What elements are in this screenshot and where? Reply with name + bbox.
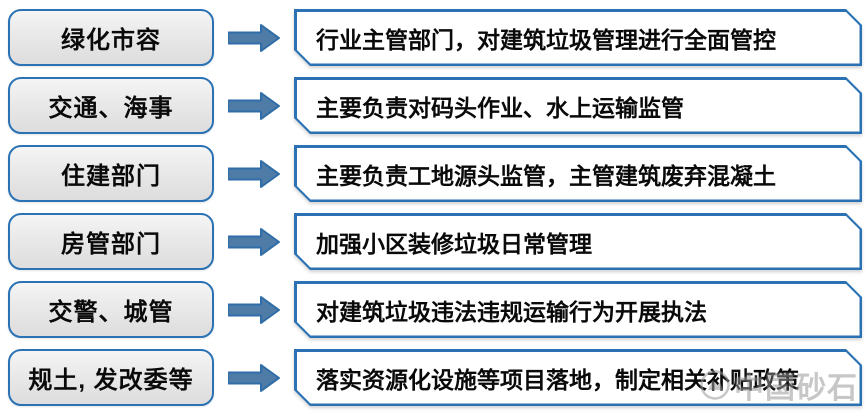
responsibility-label: 主要负责工地源头监管，主管建筑废弃混凝土 — [316, 162, 776, 189]
right-arrow-icon — [214, 349, 294, 406]
flow-row: 交警、城管 对建筑垃圾违法违规运输行为开展执法 — [8, 281, 862, 338]
responsibility-box: 主要负责对码头作业、水上运输监管 — [294, 77, 862, 134]
department-box: 交警、城管 — [8, 281, 214, 338]
responsibility-box: 对建筑垃圾违法违规运输行为开展执法 — [294, 281, 862, 338]
flow-row: 规土, 发改委等 落实资源化设施等项目落地，制定相关补贴政策 — [8, 349, 862, 406]
department-label: 交通、海事 — [48, 95, 174, 122]
responsibility-box: 加强小区装修垃圾日常管理 — [294, 213, 862, 270]
flow-row: 交通、海事 主要负责对码头作业、水上运输监管 — [8, 77, 862, 134]
department-box: 住建部门 — [8, 145, 214, 202]
responsibility-box: 落实资源化设施等项目落地，制定相关补贴政策 — [294, 349, 862, 406]
responsibility-box-background — [294, 349, 862, 406]
department-box: 交通、海事 — [8, 77, 214, 134]
flow-row: 房管部门 加强小区装修垃圾日常管理 — [8, 213, 862, 270]
department-label: 绿化市容 — [61, 27, 161, 54]
flow-row: 绿化市容 行业主管部门，对建筑垃圾管理进行全面管控 — [8, 9, 862, 66]
responsibility-box-background — [294, 281, 862, 338]
responsibility-box-background — [294, 77, 862, 134]
responsibility-label: 对建筑垃圾违法违规运输行为开展执法 — [316, 298, 707, 325]
right-arrow-icon — [214, 77, 294, 134]
responsibility-label: 主要负责对码头作业、水上运输监管 — [316, 94, 684, 121]
responsibility-box: 主要负责工地源头监管，主管建筑废弃混凝土 — [294, 145, 862, 202]
responsibility-label: 加强小区装修垃圾日常管理 — [316, 230, 592, 257]
right-arrow-icon — [214, 9, 294, 66]
right-arrow-icon — [214, 213, 294, 270]
flow-rows: 绿化市容 行业主管部门，对建筑垃圾管理进行全面管控 交通、海事 — [8, 9, 862, 406]
department-label: 房管部门 — [61, 231, 161, 258]
department-box: 绿化市容 — [8, 9, 214, 66]
responsibility-box-background — [294, 213, 862, 270]
responsibility-label: 落实资源化设施等项目落地，制定相关补贴政策 — [316, 366, 799, 393]
right-arrow-icon — [214, 281, 294, 338]
right-arrow-icon — [214, 145, 294, 202]
department-label: 交警、城管 — [48, 299, 174, 326]
department-label: 住建部门 — [61, 163, 161, 190]
department-box: 房管部门 — [8, 213, 214, 270]
responsibility-box-background — [294, 145, 862, 202]
responsibility-box-background — [294, 9, 862, 66]
department-label: 规土, 发改委等 — [28, 367, 194, 394]
department-box: 规土, 发改委等 — [8, 349, 214, 406]
responsibility-label: 行业主管部门，对建筑垃圾管理进行全面管控 — [316, 26, 776, 53]
responsibility-box: 行业主管部门，对建筑垃圾管理进行全面管控 — [294, 9, 862, 66]
flow-row: 住建部门 主要负责工地源头监管，主管建筑废弃混凝土 — [8, 145, 862, 202]
